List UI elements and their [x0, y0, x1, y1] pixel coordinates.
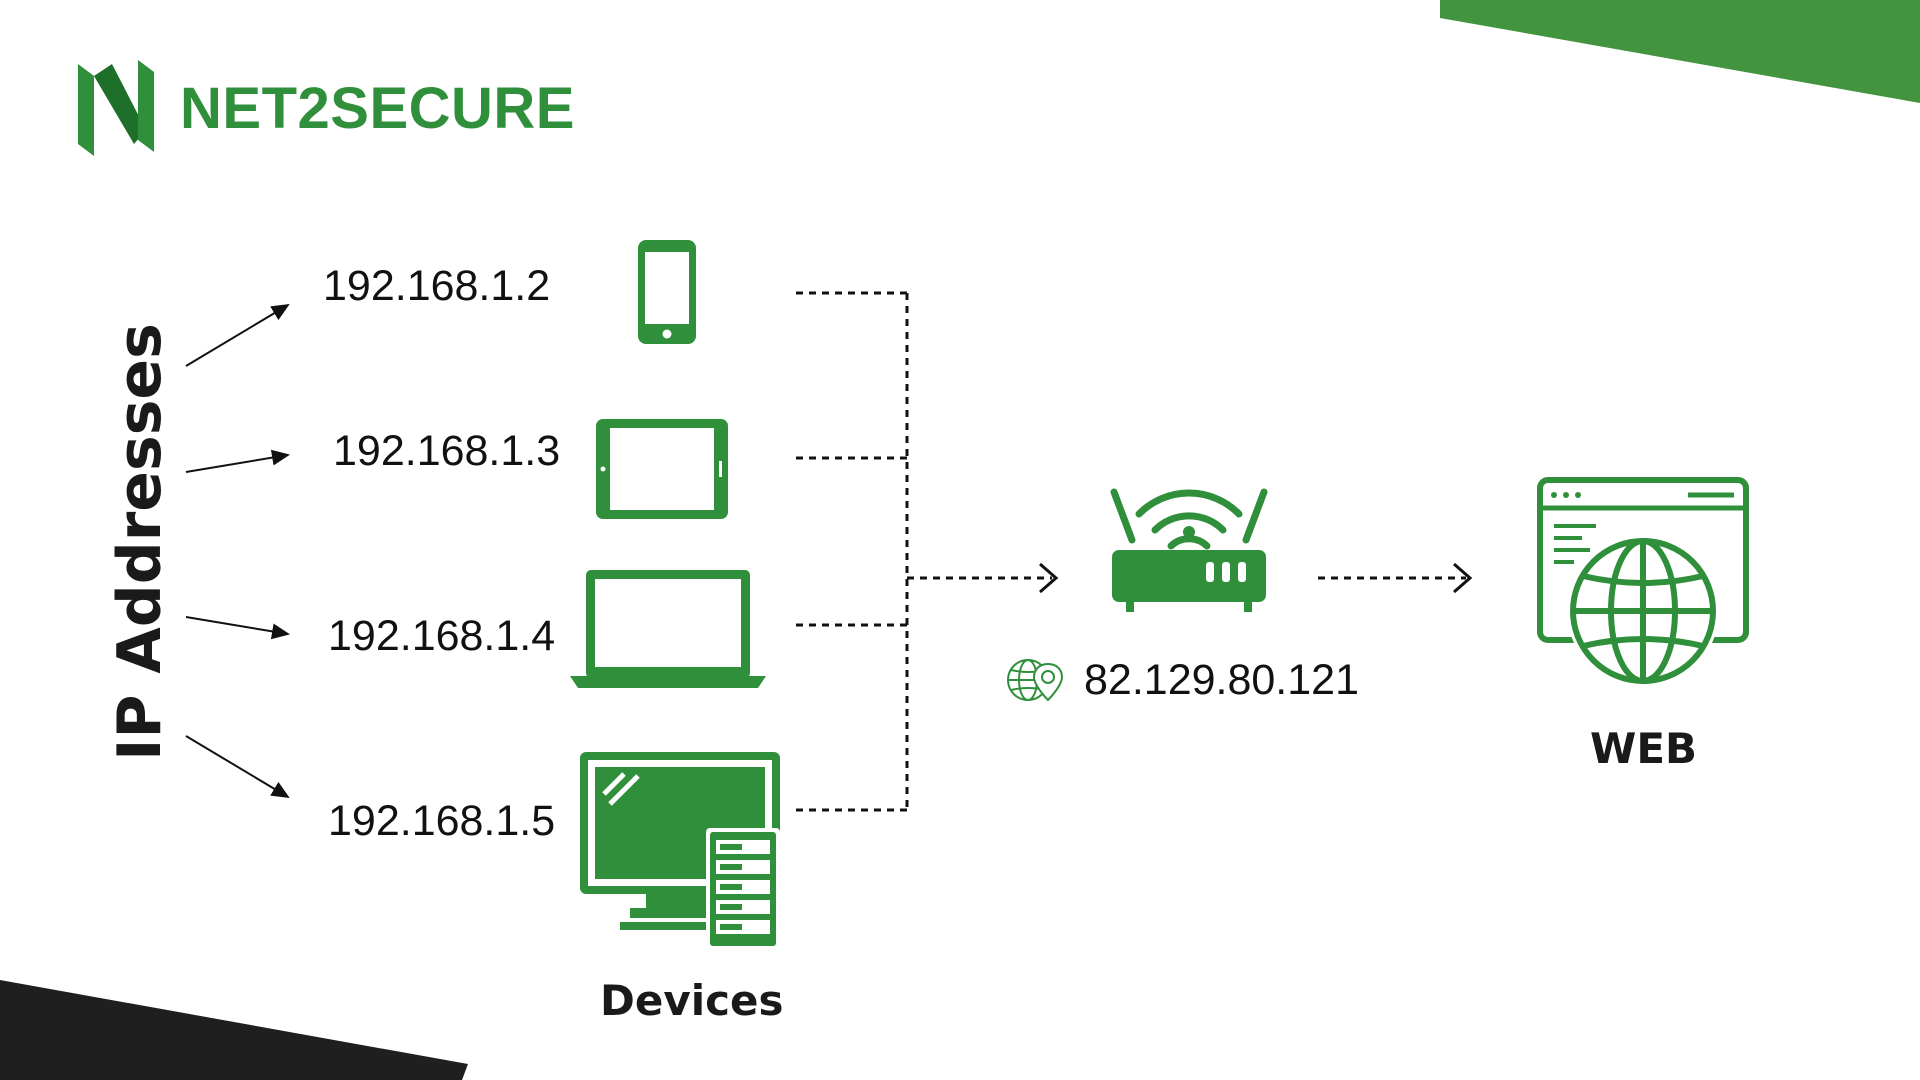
arrowhead-web [1453, 562, 1473, 594]
corner-dark-shape [0, 980, 468, 1080]
public-ip-address: 82.129.80.121 [1084, 656, 1359, 704]
desktop-icon [580, 752, 780, 950]
devices-caption: Devices [600, 976, 784, 1025]
globe-ip-icon [1007, 659, 1064, 702]
arrow-to-ip-3 [185, 616, 290, 640]
arrowhead-router [1039, 562, 1059, 594]
private-ip-3: 192.168.1.4 [328, 612, 556, 661]
private-ip-2: 192.168.1.3 [333, 427, 561, 476]
wifi-router-icon [1110, 488, 1268, 612]
web-browser-globe-icon [1537, 477, 1749, 687]
web-caption: WEB [1590, 724, 1698, 773]
laptop-icon [570, 570, 766, 688]
brand-header: NET2SECURE [74, 60, 575, 156]
n-logo-icon [78, 60, 154, 156]
brand-name: NET2SECURE [180, 75, 575, 141]
smartphone-icon [638, 240, 696, 344]
arrow-to-ip-1 [185, 303, 290, 367]
arrow-to-ip-4 [185, 735, 290, 799]
tablet-icon [596, 419, 728, 519]
arrow-to-ip-2 [185, 449, 290, 473]
private-ip-1: 192.168.1.2 [323, 262, 551, 311]
private-ip-4: 192.168.1.5 [328, 797, 556, 846]
corner-green-shape [1440, 0, 1920, 103]
